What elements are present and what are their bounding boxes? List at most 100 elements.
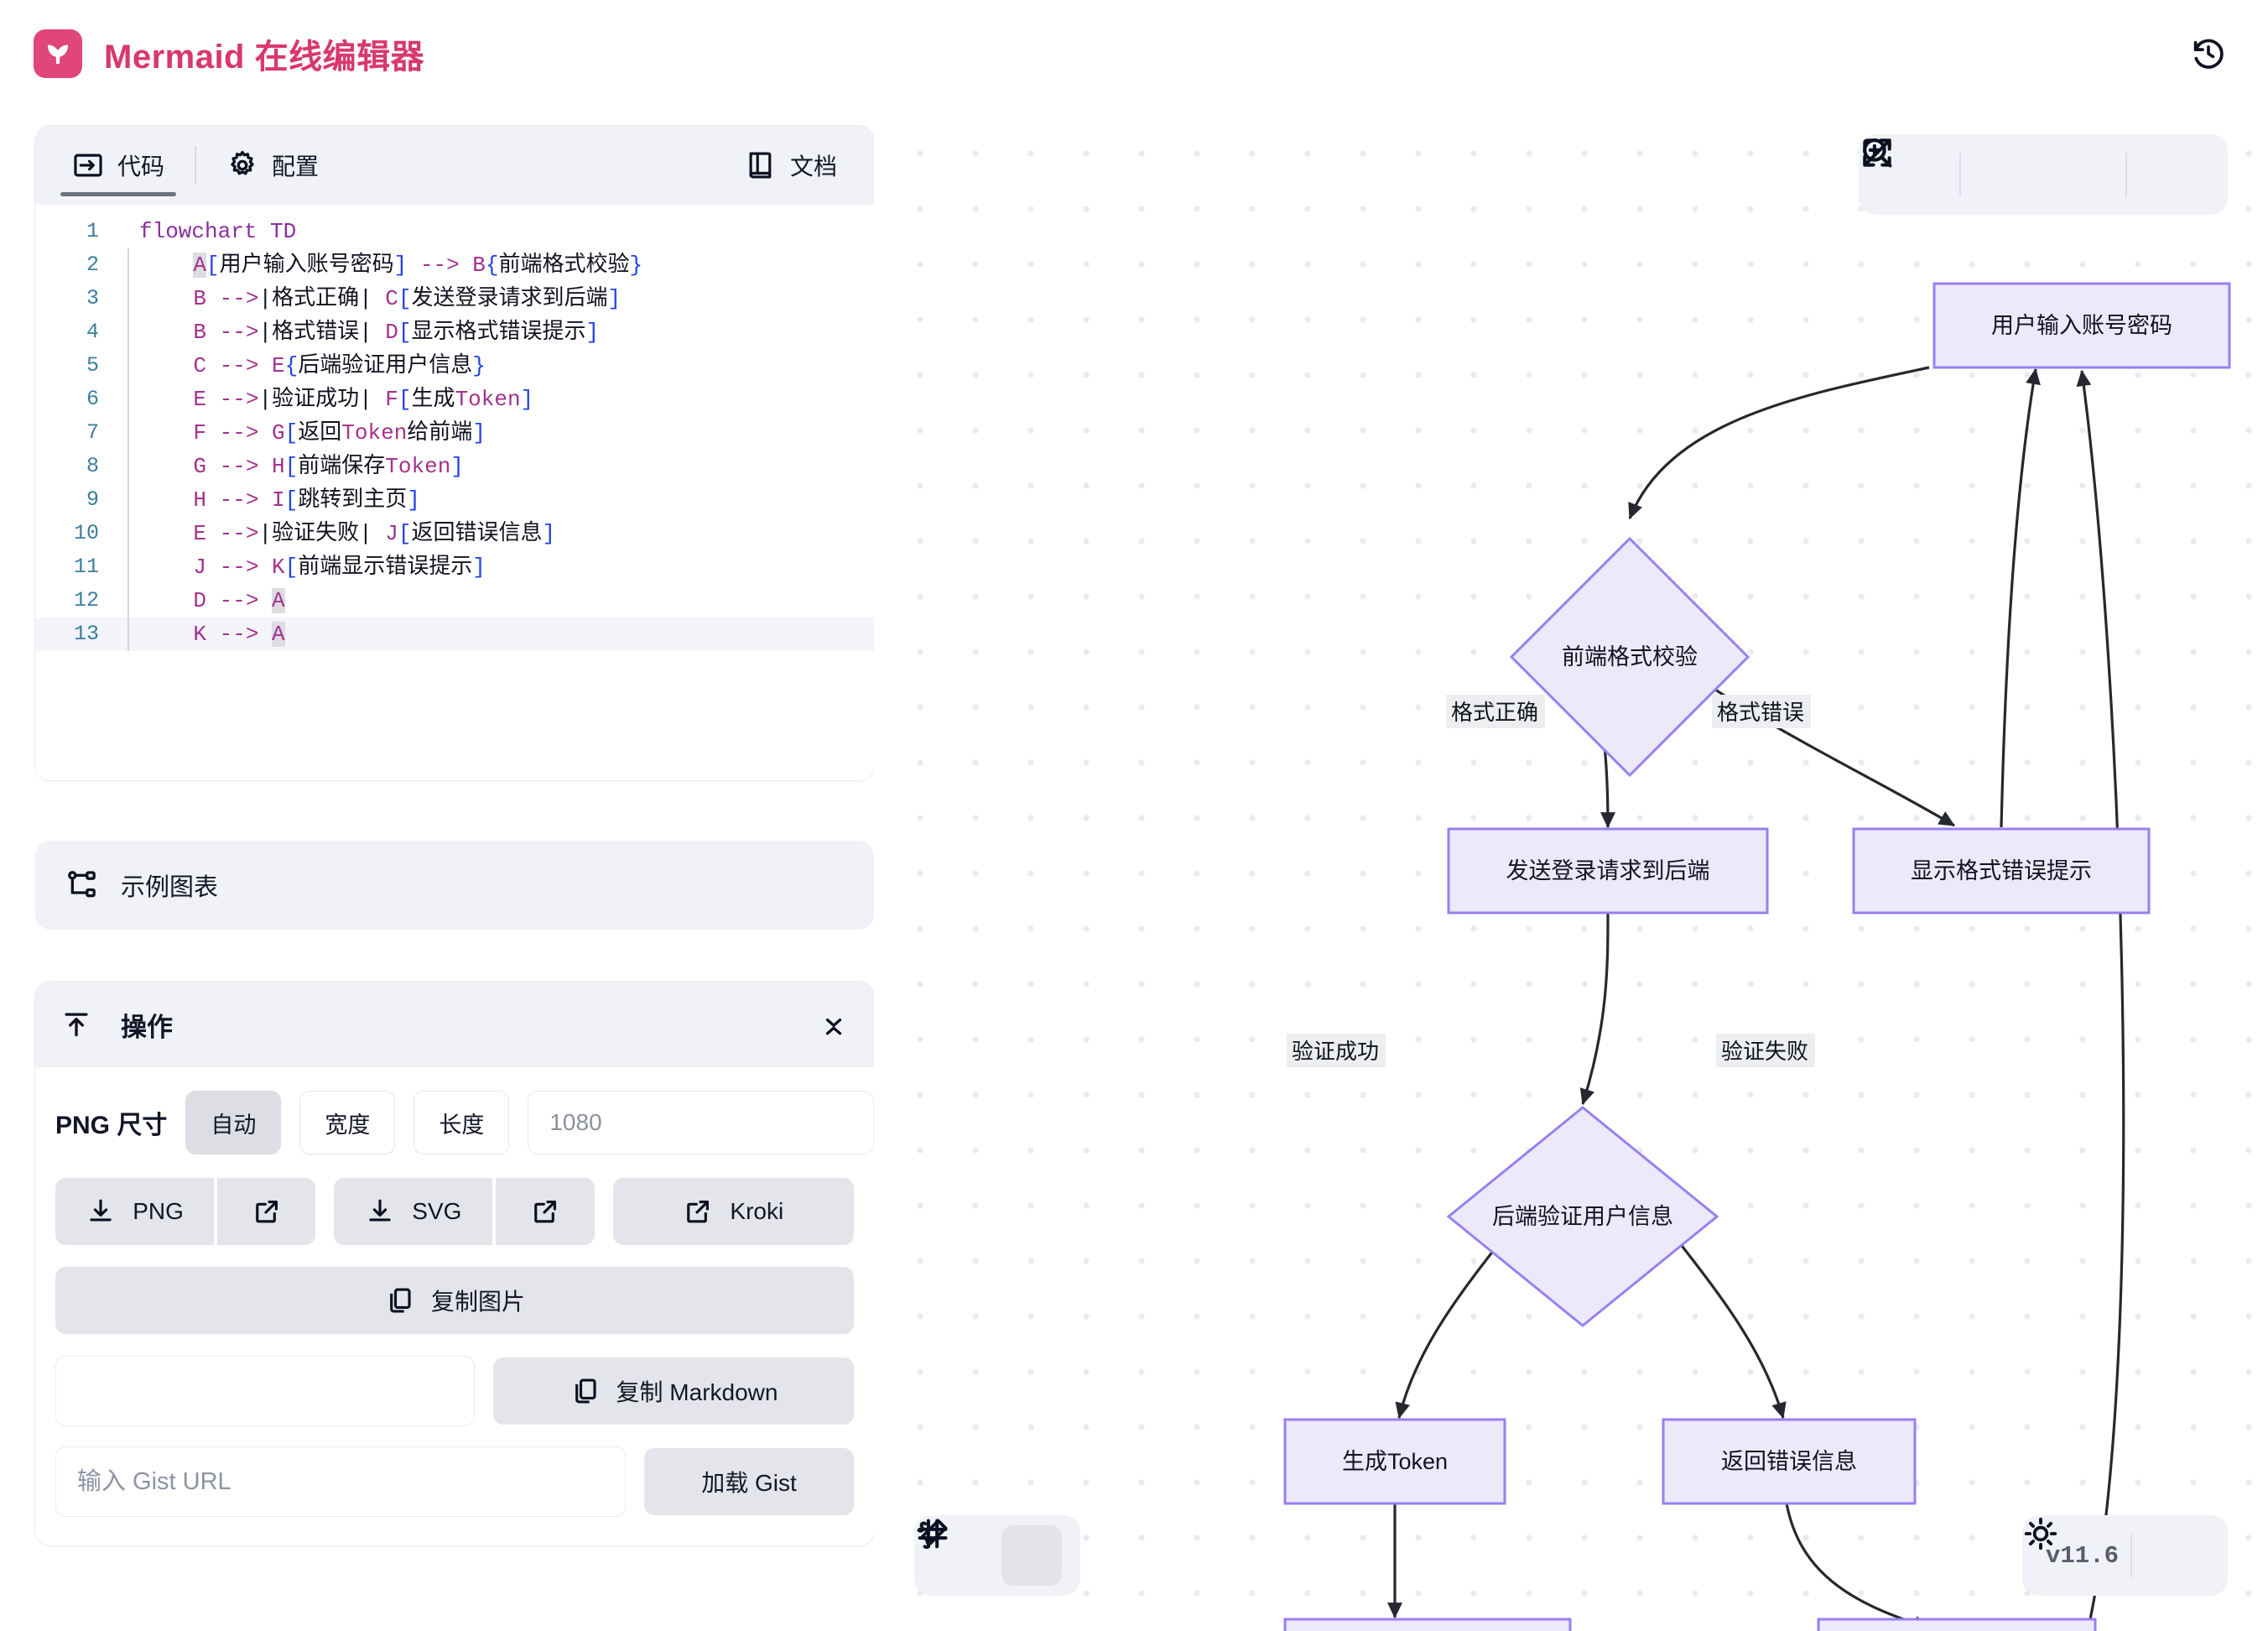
gear-icon (226, 149, 258, 181)
dimension-input[interactable] (528, 1091, 874, 1154)
export-button-row: PNG (55, 1178, 854, 1245)
code-line[interactable]: 4 B -->|格式错误| D[显示格式错误提示] (35, 315, 874, 349)
flow-node-label: 后端验证用户信息 (1492, 1204, 1673, 1229)
flow-node: 前端显示错误提示 (1817, 1618, 2097, 1631)
open-svg-button[interactable] (496, 1178, 595, 1245)
flow-node: 发送登录请求到后端 (1447, 827, 1769, 915)
zoom-out-icon[interactable] (1863, 138, 2040, 205)
code-line[interactable]: 5 C --> E{后端验证用户信息} (35, 349, 874, 383)
open-png-button[interactable] (217, 1178, 316, 1245)
code-text: G --> H[前端保存Token] (127, 450, 464, 483)
code-line[interactable]: 7 F --> G[返回Token给前端] (35, 416, 874, 450)
external-link-icon (530, 1196, 560, 1227)
flow-edge-label: 验证成功 (1287, 1034, 1386, 1067)
tab-docs-label: 文档 (789, 154, 837, 180)
code-text: K --> A (127, 617, 285, 651)
code-line[interactable]: 8 G --> H[前端保存Token] (35, 450, 874, 483)
copy-image-button[interactable]: 复制图片 (55, 1267, 854, 1334)
line-number: 4 (86, 320, 99, 344)
line-number: 13 (73, 622, 99, 646)
size-mode-width[interactable]: 宽度 (299, 1091, 396, 1154)
tab-config[interactable]: 配置 (208, 126, 337, 205)
grid-icon[interactable] (918, 1519, 1062, 1586)
load-gist-label: 加载 Gist (701, 1470, 797, 1496)
code-line[interactable]: 3 B -->|格式正确| C[发送登录请求到后端] (35, 282, 874, 315)
sun-icon[interactable] (2024, 1517, 2204, 1586)
copy-image-label: 复制图片 (430, 1289, 525, 1315)
flow-node-label: 发送登录请求到后端 (1506, 858, 1710, 883)
tab-docs[interactable]: 文档 (726, 126, 856, 205)
flow-edge-label: 格式正确 (1446, 695, 1545, 728)
download-icon (86, 1196, 116, 1227)
code-line[interactable]: 13 K --> A (35, 617, 874, 651)
flow-node: 返回Token给前端 (1283, 1618, 1572, 1631)
tab-code[interactable]: 代码 (54, 126, 183, 205)
code-line[interactable]: 2 A[用户输入账号密码] --> B{前端格式校验} (35, 248, 874, 282)
editor-tabbar: 代码 配置 (35, 126, 874, 205)
zoom-in-icon[interactable] (1863, 138, 2107, 205)
svg-text:验证成功: 验证成功 (1292, 1039, 1379, 1064)
left-panel: 代码 配置 (35, 126, 874, 1545)
png-export-group: PNG (55, 1178, 316, 1245)
load-gist-button[interactable]: 加载 Gist (644, 1448, 854, 1515)
chevron-expand-icon[interactable] (819, 1009, 849, 1040)
toolbar-divider (2125, 153, 2127, 196)
flow-edge-label: 验证失败 (1716, 1034, 1815, 1067)
flow-edge (2076, 369, 2125, 1620)
code-text: C --> E{后端验证用户信息} (127, 349, 486, 383)
mermaid-version: v11.6 (2045, 1541, 2119, 1570)
download-svg-button[interactable]: SVG (334, 1178, 493, 1245)
external-link-icon (252, 1196, 282, 1227)
diagram-canvas[interactable]: 用户输入账号密码前端格式校验发送登录请求到后端显示格式错误提示后端验证用户信息生… (874, 107, 2268, 1631)
svg-text:格式错误: 格式错误 (1717, 700, 1804, 725)
markdown-row: 复制 Markdown (55, 1356, 854, 1426)
download-svg-label: SVG (412, 1198, 462, 1224)
size-mode-height[interactable]: 长度 (414, 1091, 510, 1154)
code-line[interactable]: 12 D --> A (35, 584, 874, 617)
flow-node-label: 显示格式错误提示 (1911, 858, 2092, 883)
sample-diagrams-button[interactable]: 示例图表 (35, 841, 874, 930)
copy-markdown-button[interactable]: 复制 Markdown (493, 1357, 854, 1425)
line-number: 6 (86, 387, 99, 411)
status-divider (2130, 1534, 2132, 1577)
code-line[interactable]: 10 E -->|验证失败| J[返回错误信息] (35, 517, 874, 550)
code-text: J --> K[前端显示错误提示] (127, 550, 486, 584)
kroki-button[interactable]: Kroki (612, 1178, 854, 1245)
flow-node-label: 用户输入账号密码 (1991, 313, 2172, 338)
copy-icon (570, 1376, 600, 1406)
size-mode-auto[interactable]: 自动 (185, 1091, 282, 1154)
code-text: E -->|验证成功| F[生成Token] (127, 383, 533, 416)
code-text: flowchart TD (139, 219, 297, 244)
tab-config-label: 配置 (272, 154, 320, 180)
code-text: E -->|验证失败| J[返回错误信息] (127, 517, 555, 550)
tab-code-label: 代码 (117, 154, 165, 180)
markdown-input[interactable] (55, 1356, 475, 1426)
png-size-label: PNG 尺寸 (55, 1112, 168, 1139)
png-size-row: PNG 尺寸 自动 宽度 长度 (55, 1091, 874, 1154)
history-icon[interactable] (2182, 28, 2234, 80)
svg-text:格式正确: 格式正确 (1451, 700, 1538, 725)
copy-markdown-label: 复制 Markdown (616, 1379, 778, 1405)
flow-node: 前端格式校验 (1509, 536, 1750, 778)
canvas-toolbar (1859, 134, 2228, 215)
external-link-icon (683, 1196, 713, 1227)
code-line[interactable]: 11 J --> K[前端显示错误提示] (35, 550, 874, 584)
actions-header[interactable]: 操作 (35, 982, 874, 1067)
gist-url-input[interactable] (55, 1446, 626, 1517)
app-title: Mermaid 在线编辑器 (104, 39, 425, 76)
mermaid-logo-icon (34, 29, 82, 78)
sitemap-icon (65, 868, 99, 902)
code-line[interactable]: 6 E -->|验证成功| F[生成Token] (35, 383, 874, 416)
fullscreen-icon[interactable] (1863, 138, 2206, 205)
code-line[interactable]: 9 H --> I[跳转到主页] (35, 483, 874, 517)
flow-edge (1785, 1503, 1931, 1631)
download-png-button[interactable]: PNG (55, 1178, 215, 1245)
line-number: 3 (86, 286, 99, 310)
download-png-label: PNG (133, 1198, 184, 1224)
line-number: 5 (86, 353, 99, 378)
canvas-status-bar: v11.6 (2021, 1515, 2228, 1596)
svg-text:验证失败: 验证失败 (1721, 1039, 1808, 1064)
